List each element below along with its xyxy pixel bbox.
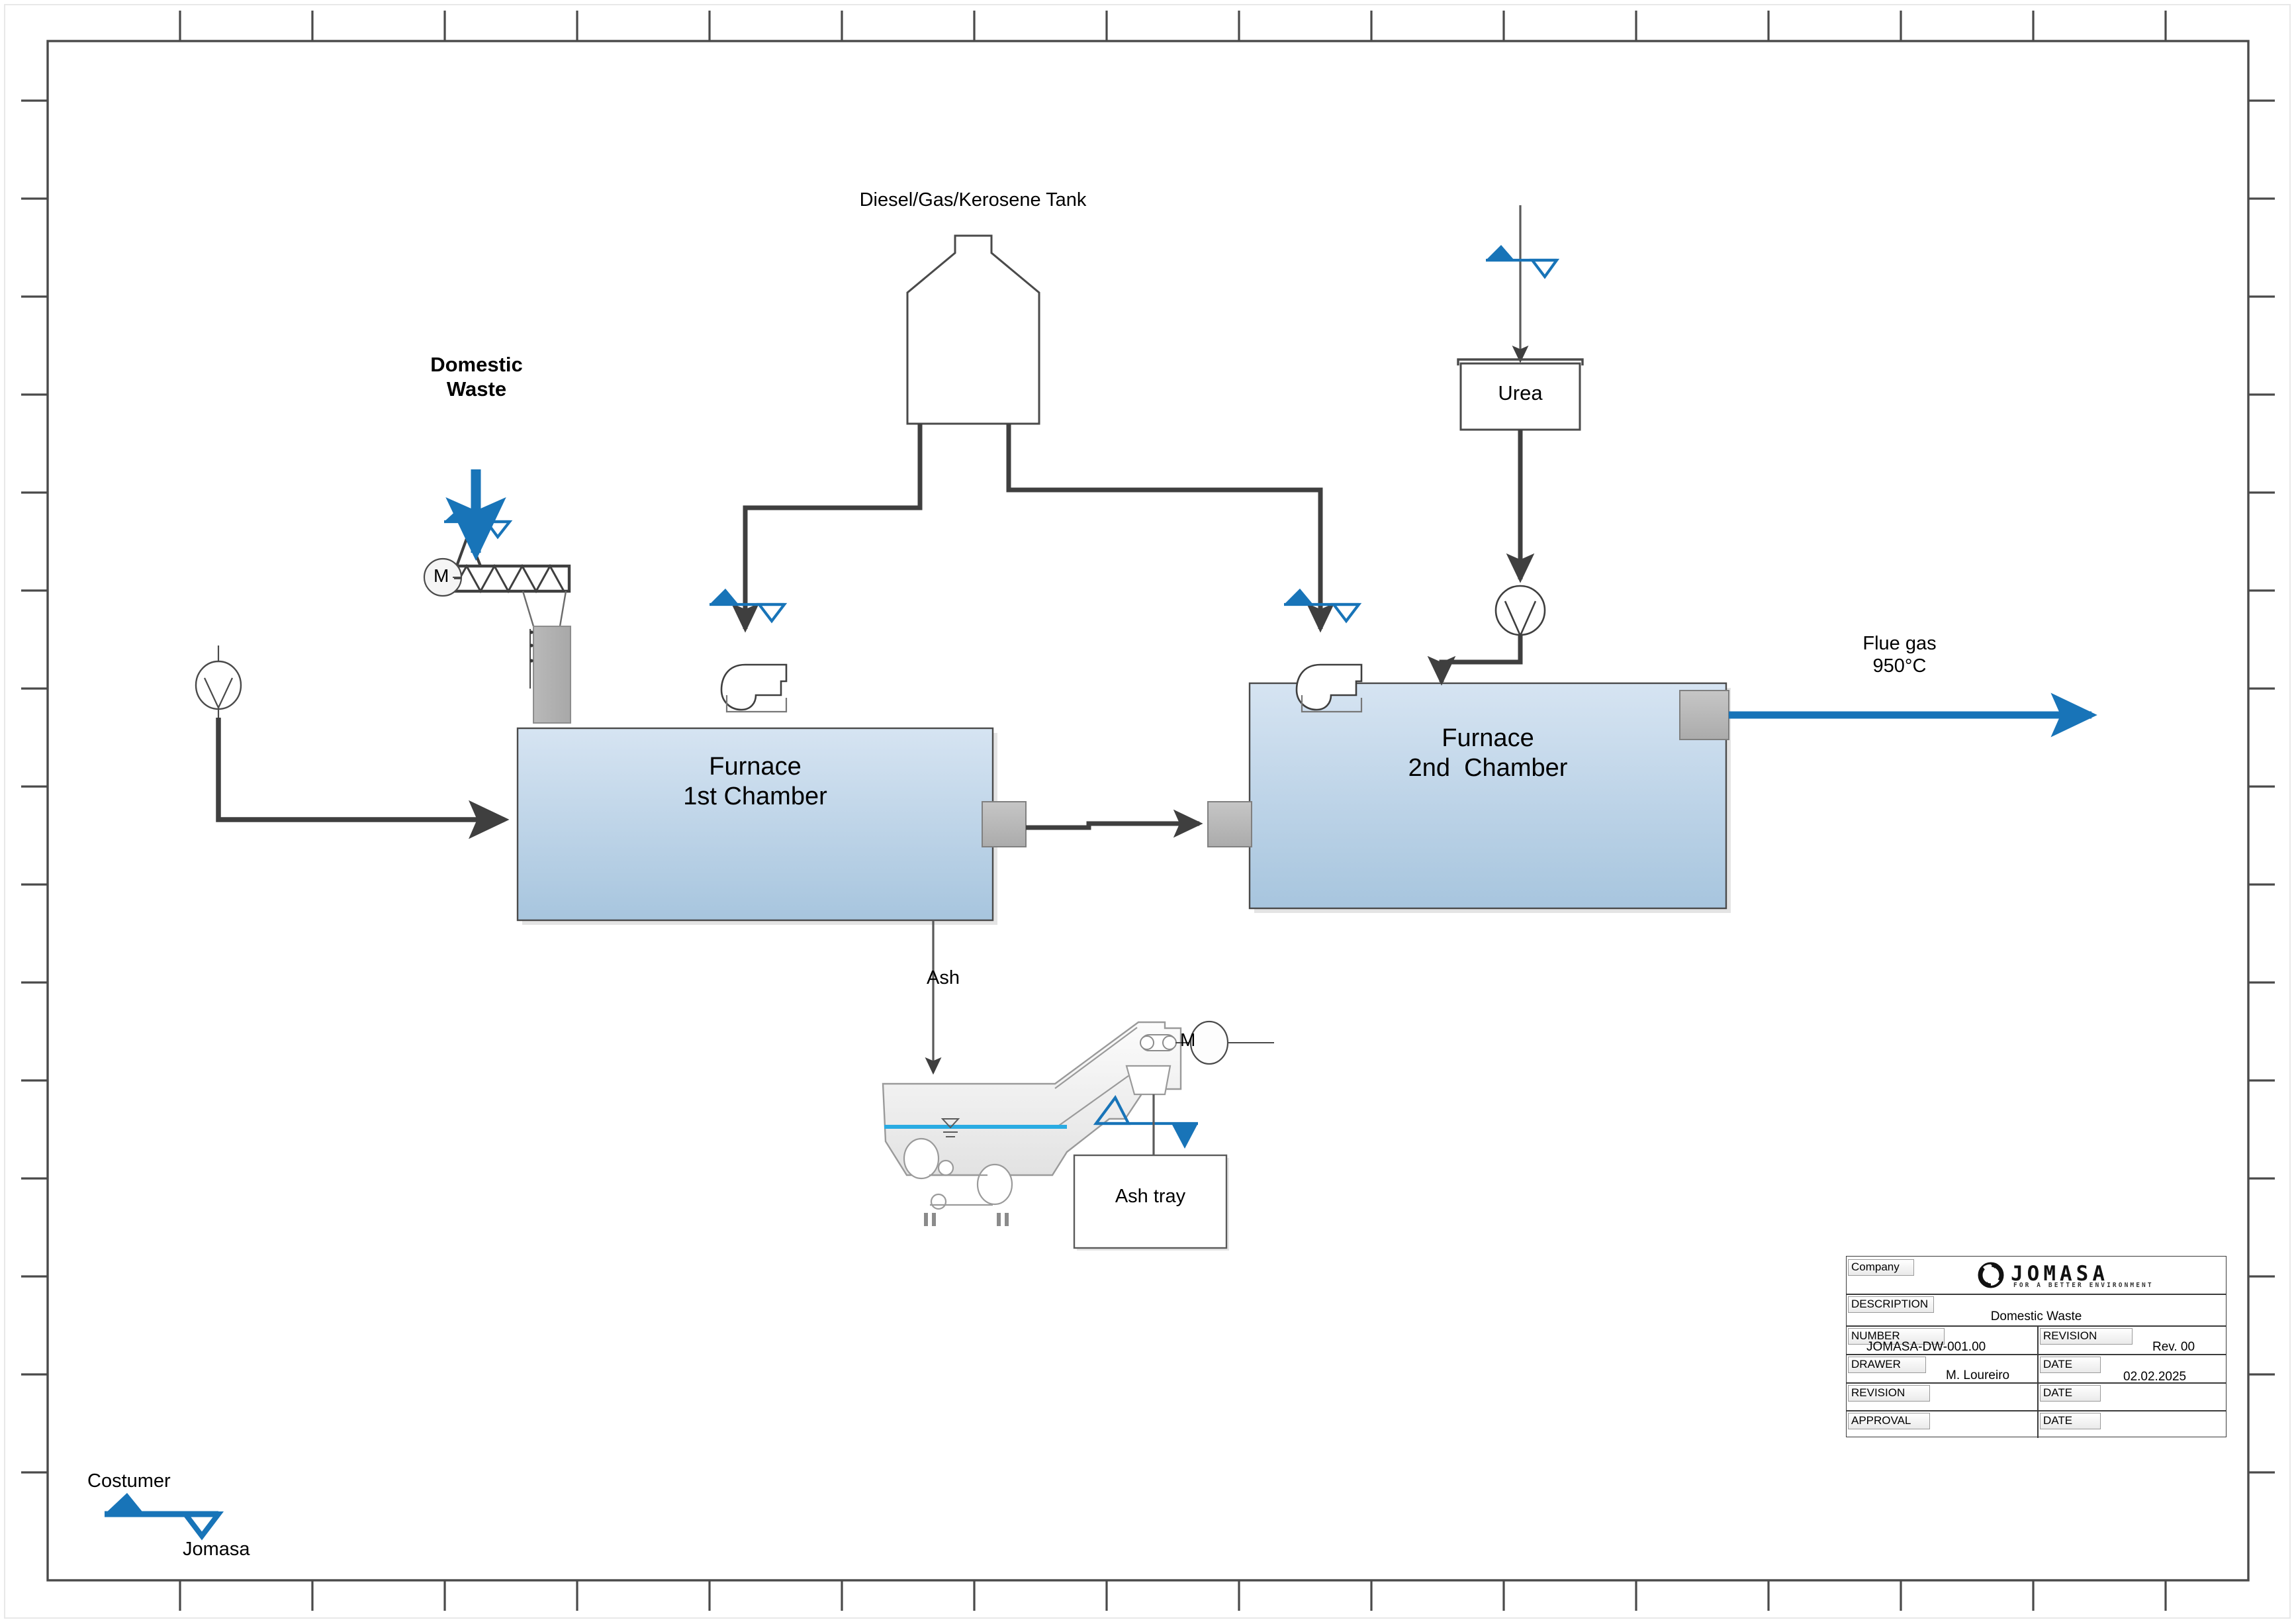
furnace-1st-chamber[interactable] (516, 727, 997, 925)
drawer-value: M. Loureiro (1946, 1368, 2010, 1382)
title-block: Company JOMASA FOR A BETTER ENVIRONMENT … (1846, 1256, 2227, 1438)
legend-battery-limit-symbol (105, 1493, 224, 1541)
furnace-2nd-chamber[interactable] (1248, 682, 1731, 913)
motor-glyph-conveyor: M (1180, 1029, 1196, 1050)
furnace2-flue-outlet-nozzle (1679, 690, 1729, 740)
conveyor-motor[interactable] (1175, 1020, 1274, 1065)
duct-chamber1-to-chamber2 (1026, 809, 1203, 838)
motor-glyph-feeder: M (434, 565, 449, 586)
burner-2nd-chamber[interactable] (1295, 663, 1363, 713)
revision2-tag: REVISION (1848, 1385, 1930, 1402)
label-urea: Urea (1498, 381, 1543, 405)
ash-tray[interactable] (1073, 1154, 1229, 1251)
urea-tank[interactable] (1457, 358, 1584, 431)
ash-wet-conveyor[interactable] (882, 1021, 1182, 1226)
fuel-line-to-burner-1 (731, 424, 923, 633)
jomasa-logo: JOMASA FOR A BETTER ENVIRONMENT (1976, 1261, 2175, 1291)
ram-pusher[interactable] (529, 626, 571, 724)
fuel-line-to-burner-2 (1006, 424, 1335, 633)
battery-limit-marker-ash (1093, 1095, 1198, 1149)
logo-wordmark: JOMASA (2011, 1262, 2109, 1286)
battery-limit-marker-fuel-2 (1284, 589, 1362, 624)
drawer-tag: DRAWER (1848, 1357, 1926, 1373)
urea-dosing-pump[interactable] (1494, 585, 1546, 638)
air-duct-to-chamber1 (216, 718, 510, 839)
approval-tag: APPROVAL (1848, 1413, 1930, 1429)
battery-limit-marker-urea (1486, 245, 1560, 279)
label-ash-tray: Ash tray (1115, 1186, 1186, 1207)
date3-tag: DATE (2040, 1413, 2101, 1429)
battery-limit-marker-fuel-1 (710, 589, 788, 624)
description-tag: DESCRIPTION (1848, 1296, 1934, 1313)
number-value: JOMASA-DW-001.00 (1866, 1340, 1986, 1354)
number-tag: NUMBER (1848, 1328, 1945, 1345)
revision-value: Rev. 00 (2152, 1340, 2195, 1354)
screw-feeder[interactable] (451, 536, 571, 594)
description-value: Domestic Waste (1990, 1310, 2082, 1323)
date-value: 02.02.2025 (2123, 1370, 2187, 1384)
legend-customer-label: Costumer (87, 1470, 171, 1492)
furnace1-outlet-nozzle (982, 801, 1027, 847)
urea-injection-line (1427, 635, 1523, 686)
burner-1st-chamber[interactable] (720, 663, 788, 713)
logo-tagline: FOR A BETTER ENVIRONMENT (2013, 1282, 2154, 1289)
label-ash: Ash (927, 967, 960, 988)
drawing-frame (21, 11, 2275, 1611)
furnace2-inlet-nozzle (1207, 801, 1252, 847)
legend-jomasa-label: Jomasa (183, 1539, 250, 1560)
label-diesel-tank: Diesel/Gas/Kerosene Tank (859, 189, 1087, 211)
date2-tag: DATE (2040, 1385, 2101, 1402)
battery-limit-marker-waste (444, 507, 513, 540)
sheet-outer-edge (4, 4, 2291, 1619)
diesel-gas-kerosene-tank[interactable] (906, 234, 1040, 425)
combustion-air-fan[interactable] (195, 645, 242, 718)
company-tag: Company (1848, 1259, 1914, 1276)
revision-tag: REVISION (2040, 1328, 2133, 1345)
date-tag: DATE (2040, 1357, 2101, 1373)
